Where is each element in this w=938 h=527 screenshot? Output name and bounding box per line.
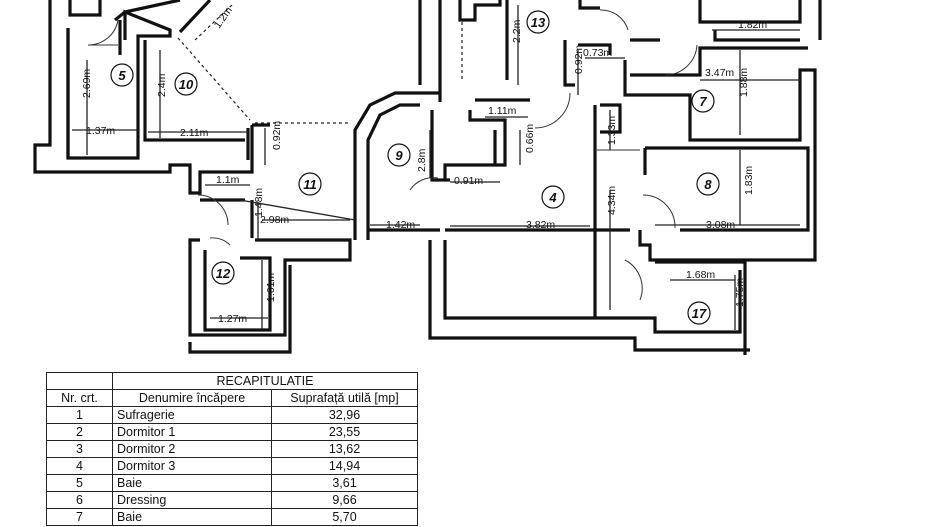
dim-label: 3.08m [706, 219, 735, 231]
cell-name: Dormitor 1 [112, 423, 272, 441]
cell-nr: 6 [46, 491, 113, 509]
room-number: 8 [704, 177, 712, 192]
room-8-marker: 8 [696, 172, 720, 196]
cell-nr: 4 [46, 457, 113, 475]
table-row: 2 Dormitor 1 23,55 [46, 423, 418, 441]
room-number: 10 [179, 77, 194, 92]
room-5-marker: 5 [110, 63, 134, 87]
dim-label: 1.27m [218, 313, 247, 325]
dimension-lines [72, 5, 800, 330]
cell-name: Dressing [112, 491, 272, 509]
dim-label: 1.68m [686, 269, 715, 281]
dim-label: 0.92m [573, 45, 585, 74]
cell-nr: 3 [46, 440, 113, 458]
recap-table: RECAPITULATIE Nr. crt. Denumire încăpere… [46, 372, 418, 526]
dim-label: 1.2m [212, 5, 235, 31]
dim-label: 2.8m [416, 148, 428, 172]
room-number: 7 [699, 94, 707, 109]
dimension-labels: 1.2m 2.2m 1.82m 0.73m 0.92m 3.47m 2.69m … [81, 5, 767, 325]
cell-area: 3,61 [271, 474, 418, 492]
dim-label: 1.83m [743, 166, 755, 195]
dim-label: 1.33m [606, 116, 618, 145]
table-row: 7 Baie 5,70 [46, 508, 418, 526]
cell-name: Sufragerie [112, 406, 272, 424]
cell-name: Dormitor 2 [112, 440, 272, 458]
dim-label: 1.42m [386, 219, 415, 231]
room-9-marker: 9 [387, 143, 411, 167]
dim-label: 0.92m [271, 121, 283, 150]
dim-label: 2.98m [260, 214, 289, 226]
room-markers: 5 10 13 7 9 11 4 8 [110, 10, 720, 325]
cell-name: Baie [112, 474, 272, 492]
table-row: 6 Dressing 9,66 [46, 491, 418, 509]
header-nr: Nr. crt. [46, 389, 113, 407]
cell-name: Dormitor 3 [112, 457, 272, 475]
dim-label: 1.82m [738, 19, 767, 31]
room-number: 17 [692, 306, 707, 321]
dim-label: 1.1m [216, 174, 240, 186]
dim-label: 4.34m [606, 186, 618, 215]
table-row: 1 Sufragerie 32,96 [46, 406, 418, 424]
cell-area: 9,66 [271, 491, 418, 509]
dim-label: 3.82m [526, 219, 555, 231]
table-row: 5 Baie 3,61 [46, 474, 418, 492]
recap-title-row: RECAPITULATIE [46, 372, 418, 390]
dim-label: 1.61m [265, 273, 277, 302]
room-10-marker: 10 [174, 72, 198, 96]
header-area: Suprafață utilă [mp] [271, 389, 418, 407]
recap-title: RECAPITULATIE [112, 372, 418, 390]
cell-nr: 2 [46, 423, 113, 441]
door-swings [87, 9, 698, 301]
dim-label: 0.91m [454, 175, 483, 187]
cell-nr: 5 [46, 474, 113, 492]
dim-label: 1.37m [86, 125, 115, 137]
dashed-boundaries [177, 4, 463, 124]
room-number: 13 [531, 15, 546, 30]
table-row: 4 Dormitor 3 14,94 [46, 457, 418, 475]
room-12-marker: 12 [211, 261, 235, 285]
room-number: 9 [395, 148, 403, 163]
room-number: 4 [548, 190, 557, 205]
room-11-marker: 11 [298, 172, 322, 196]
room-4-marker: 4 [541, 185, 565, 209]
dim-label: 0.66m [524, 124, 536, 153]
room-number: 11 [303, 177, 317, 192]
floor-plan: 1.2m 2.2m 1.82m 0.73m 0.92m 3.47m 2.69m … [33, 0, 822, 355]
dim-label: 2.69m [81, 69, 93, 98]
room-13-marker: 13 [526, 10, 550, 34]
cell-area: 32,96 [271, 406, 418, 424]
cell-nr: 1 [46, 406, 113, 424]
dim-label: 1.48m [253, 188, 265, 217]
dim-label: 2.11m [180, 127, 209, 139]
recap-header-row: Nr. crt. Denumire încăpere Suprafață uti… [46, 389, 418, 407]
header-name: Denumire încăpere [112, 389, 272, 407]
cell-area: 14,94 [271, 457, 418, 475]
dim-label: 1.11m [488, 105, 517, 117]
dim-label: 1.88m [738, 68, 750, 97]
room-17-marker: 17 [687, 301, 711, 325]
dim-label: 0.73m [583, 47, 612, 59]
cell-area: 23,55 [271, 423, 418, 441]
dim-label: 3.47m [705, 67, 734, 79]
room-number: 12 [216, 266, 231, 281]
room-number: 5 [118, 68, 126, 83]
dim-label: 1.75m [734, 278, 746, 307]
cell-nr: 7 [46, 508, 113, 526]
cell-name: Baie [112, 508, 272, 526]
cell-area: 13,62 [271, 440, 418, 458]
dim-label: 2.4m [156, 73, 168, 97]
dim-label: 2.2m [511, 19, 523, 43]
cell-area: 5,70 [271, 508, 418, 526]
room-7-marker: 7 [691, 89, 715, 113]
table-row: 3 Dormitor 2 13,62 [46, 440, 418, 458]
